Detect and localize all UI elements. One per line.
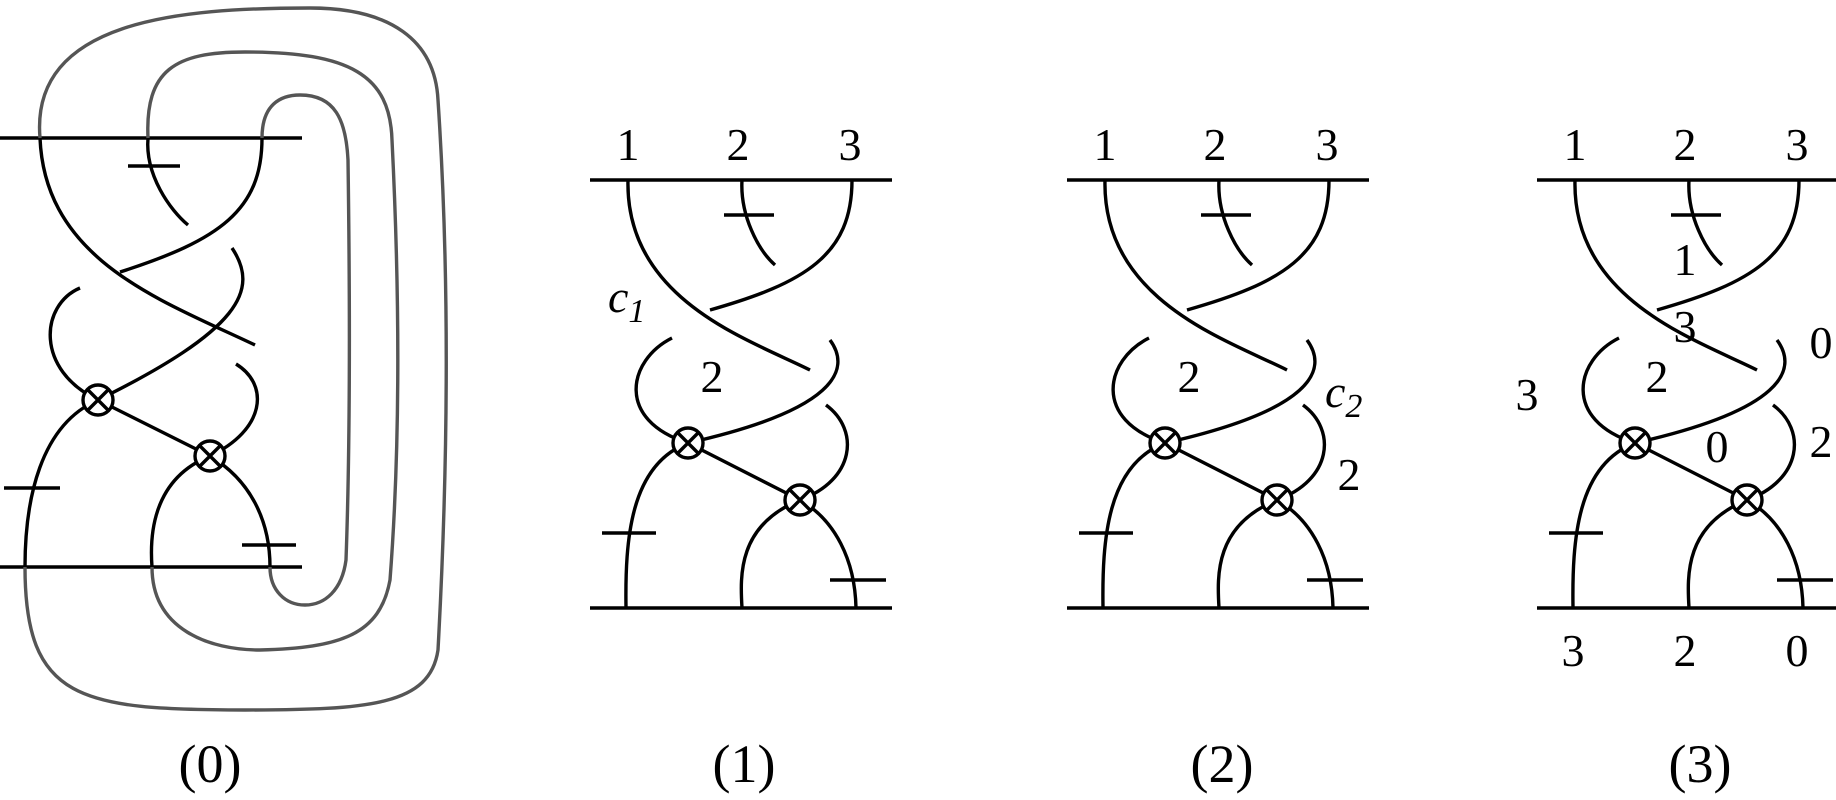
panel-3-arc-label: 1 bbox=[1674, 234, 1697, 285]
panel-3-arc-label: 3 bbox=[1516, 369, 1539, 420]
panel-0-strand bbox=[38, 137, 256, 347]
panel-1-top-label: 2 bbox=[727, 119, 750, 170]
panel-0-strand bbox=[23, 247, 245, 568]
panel-2-braid-strands bbox=[1065, 178, 1371, 610]
panel-1-braid: 1 2 3 2 c1 bbox=[588, 119, 894, 610]
panel-3-top-label: 1 bbox=[1564, 119, 1587, 170]
panel-0-strand bbox=[209, 454, 272, 568]
panel-3-caption: (3) bbox=[1669, 734, 1732, 794]
panel-1-braid-strands bbox=[588, 178, 894, 610]
panel-3-arc-label: 2 bbox=[1810, 416, 1833, 467]
panel-2-arc-label: 2 bbox=[1178, 351, 1201, 402]
panel-0-virtual-crossing-mark bbox=[197, 443, 223, 469]
panel-3-bottom-label: 2 bbox=[1674, 625, 1697, 676]
panel-1-crossing-label: c1 bbox=[608, 271, 645, 330]
panel-1-caption: (1) bbox=[713, 734, 776, 794]
panel-2-caption: (2) bbox=[1191, 734, 1254, 794]
panel-3-bottom-label: 3 bbox=[1562, 625, 1585, 676]
panel-2-crossing-label: c2 bbox=[1325, 366, 1362, 425]
panel-2-arc-label: 2 bbox=[1338, 449, 1361, 500]
panel-3-arc-label: 0 bbox=[1706, 421, 1729, 472]
panel-0-virtual-crossing-mark bbox=[85, 387, 111, 413]
panel-2-top-label: 3 bbox=[1316, 119, 1339, 170]
panel-2-top-label: 2 bbox=[1204, 119, 1227, 170]
panel-0-closure-loop bbox=[23, 6, 448, 712]
panel-0-closed-diagram bbox=[0, 6, 448, 712]
panel-0-closure-loop bbox=[146, 50, 400, 652]
panel-0-strand bbox=[119, 137, 264, 274]
panel-0-strand bbox=[146, 137, 190, 227]
panel-0-caption: (0) bbox=[179, 734, 242, 794]
panel-2-braid: 1 2 3 2 2 c2 bbox=[1065, 119, 1371, 610]
panel-3-arc-label: 3 bbox=[1674, 301, 1697, 352]
panel-3-arc-label: 2 bbox=[1646, 351, 1669, 402]
panel-3-arc-label: 0 bbox=[1810, 317, 1833, 368]
panel-1-arc-label: 2 bbox=[701, 351, 724, 402]
panel-2-top-label: 1 bbox=[1094, 119, 1117, 170]
panel-3-bottom-label: 0 bbox=[1786, 625, 1809, 676]
panel-3-braid: 1 2 3 3 2 0 1 3 0 2 3 0 2 bbox=[1516, 119, 1836, 676]
panel-1-top-label: 3 bbox=[839, 119, 862, 170]
panel-1-top-label: 1 bbox=[617, 119, 640, 170]
panel-3-top-label: 3 bbox=[1786, 119, 1809, 170]
panel-3-top-label: 2 bbox=[1674, 119, 1697, 170]
panel-0-closure-loop bbox=[260, 93, 352, 607]
